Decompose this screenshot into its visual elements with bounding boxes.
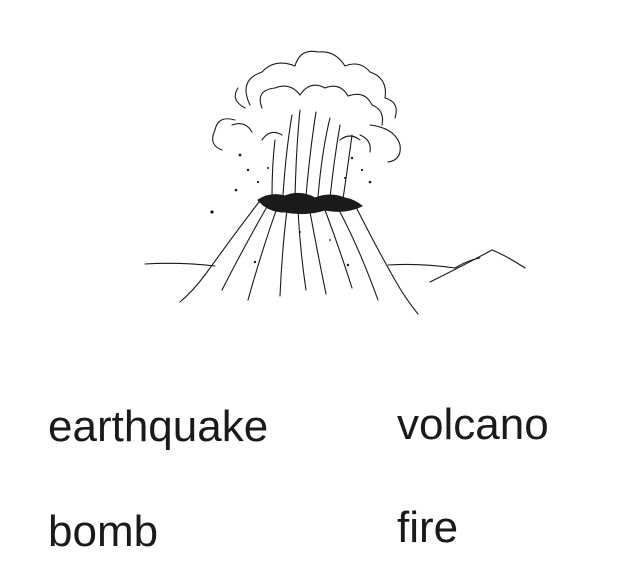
word-choice-bomb: bomb [48, 507, 159, 556]
ground-line-left [144, 262, 216, 267]
crater-rim [257, 192, 363, 215]
word-choice-earthquake: earthquake [48, 402, 269, 451]
ground-line-right [387, 263, 456, 269]
volcano-eruption-sketch-icon [144, 50, 526, 315]
volcano-left-flank [179, 197, 263, 303]
word-choice-volcano: volcano [397, 400, 549, 449]
volcano-right-flank [354, 204, 419, 315]
eruption-cloud [245, 50, 397, 119]
distant-hill [429, 249, 526, 283]
word-choice-fire: fire [397, 503, 459, 552]
